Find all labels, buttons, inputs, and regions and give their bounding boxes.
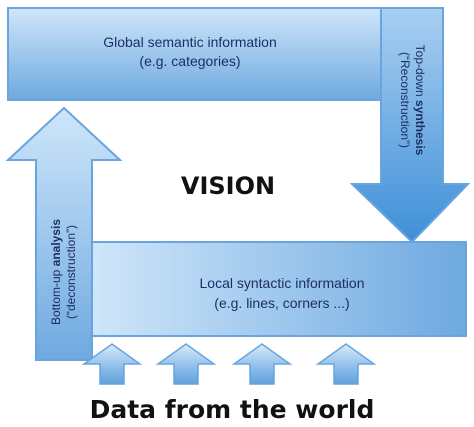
data-arrow xyxy=(81,343,143,385)
data-from-world-label: Data from the world xyxy=(90,395,375,424)
bottom-up-analysis-note: (“deconstruction”) xyxy=(64,225,78,319)
global-semantic-title: Global semantic information xyxy=(103,34,277,50)
data-arrow xyxy=(155,343,217,385)
top-down-synthesis-label: Top-down synthesis xyxy=(413,45,427,156)
data-arrow xyxy=(315,343,377,385)
local-syntactic-box xyxy=(91,241,467,337)
local-syntactic-title: Local syntactic information xyxy=(200,275,365,291)
bottom-up-analysis-label: Bottom-up analysis xyxy=(49,219,63,325)
data-arrow xyxy=(231,343,293,385)
vision-label: VISION xyxy=(181,172,275,200)
global-semantic-box xyxy=(7,7,389,101)
top-down-synthesis-note: (“Reconstruction”) xyxy=(398,52,412,148)
global-semantic-example: (e.g. categories) xyxy=(139,53,240,69)
top-down-synthesis-arrow xyxy=(349,7,471,244)
local-syntactic-example: (e.g. lines, corners ...) xyxy=(214,295,349,311)
